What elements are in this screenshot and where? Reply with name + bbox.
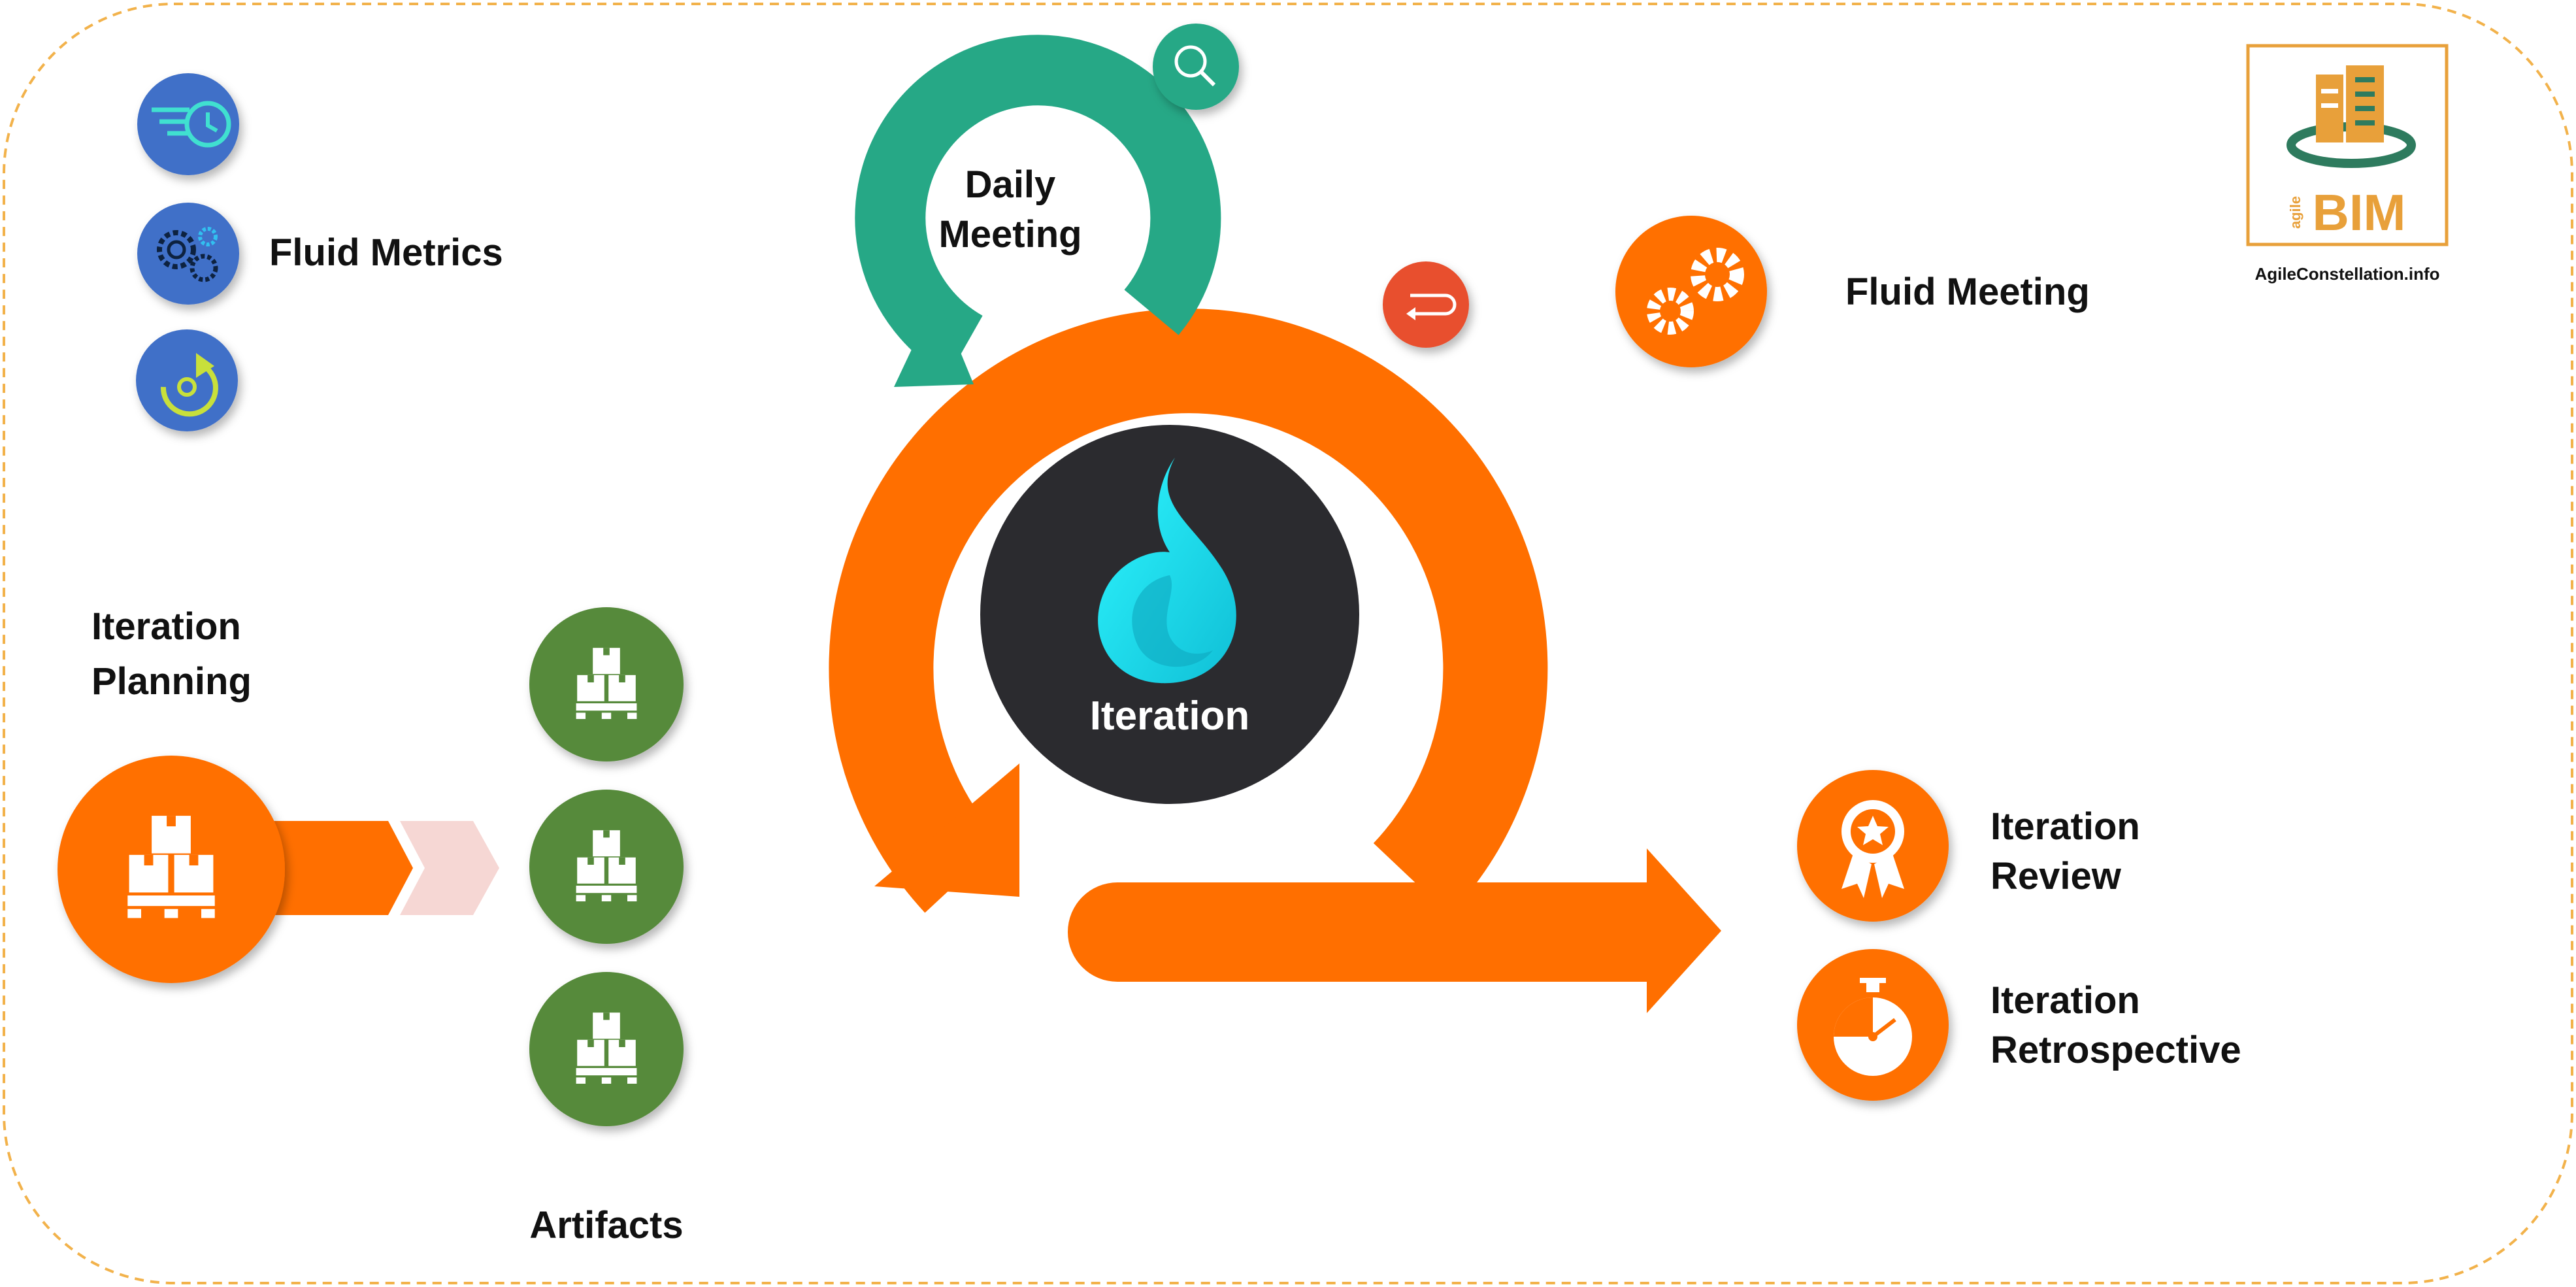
stopwatch-icon bbox=[1797, 949, 1949, 1101]
search-icon bbox=[1153, 24, 1239, 110]
building-logo-icon bbox=[2287, 65, 2416, 168]
flame-drop-logo-icon bbox=[1098, 458, 1236, 684]
agile-bim-logo: agile BIM AgileConstellation.info bbox=[2246, 44, 2449, 284]
daily-meeting-label-line2: Meeting bbox=[938, 213, 1082, 256]
iteration-review-label-line1: Iteration bbox=[1990, 805, 2140, 848]
artifacts-group: Artifacts bbox=[529, 607, 684, 1246]
speed-clock-icon bbox=[137, 73, 239, 175]
boxes-pallet-icon bbox=[529, 607, 684, 761]
award-ribbon-icon bbox=[1797, 770, 1949, 922]
iteration-center: Iteration bbox=[980, 425, 1359, 804]
boxes-pallet-icon bbox=[58, 756, 285, 983]
diagram-frame bbox=[3, 3, 2573, 1284]
gears-icon bbox=[1615, 216, 1767, 367]
logo-site-text: AgileConstellation.info bbox=[2254, 264, 2439, 284]
fluid-metrics-label: Fluid Metrics bbox=[269, 231, 503, 274]
fluid-meeting-label: Fluid Meeting bbox=[1845, 271, 2090, 313]
iteration-planning-label-line2: Planning bbox=[91, 660, 252, 703]
fluid-metrics-group: Fluid Metrics bbox=[136, 73, 503, 431]
boxes-pallet-icon bbox=[529, 790, 684, 944]
artifacts-label: Artifacts bbox=[529, 1204, 683, 1246]
iteration-review-group: Iteration Review bbox=[1797, 770, 2140, 922]
refresh-arrow-icon bbox=[136, 329, 238, 431]
boxes-pallet-icon bbox=[529, 972, 684, 1126]
iteration-cycle-arrow bbox=[829, 309, 1721, 1013]
logo-small-text: agile bbox=[2287, 196, 2304, 229]
iteration-retrospective-group: Iteration Retrospective bbox=[1797, 949, 2241, 1101]
planning-flow-arrow bbox=[268, 821, 499, 915]
logo-big-text: BIM bbox=[2313, 184, 2406, 241]
iteration-review-label-line2: Review bbox=[1990, 855, 2122, 897]
gears-icon bbox=[137, 203, 239, 305]
iteration-retrospective-label-line1: Iteration bbox=[1990, 979, 2140, 1022]
iteration-planning-label-line1: Iteration bbox=[91, 605, 241, 648]
iteration-center-label: Iteration bbox=[1090, 694, 1250, 739]
daily-meeting-arrow: Daily Meeting bbox=[855, 35, 1221, 387]
daily-meeting-label-line1: Daily bbox=[965, 163, 1056, 206]
fluid-meeting-group: Fluid Meeting bbox=[1615, 216, 2090, 367]
iteration-retrospective-label-line2: Retrospective bbox=[1990, 1029, 2241, 1071]
loop-arrow-icon bbox=[1383, 261, 1469, 348]
iteration-planning-group: Iteration Planning bbox=[58, 605, 499, 983]
